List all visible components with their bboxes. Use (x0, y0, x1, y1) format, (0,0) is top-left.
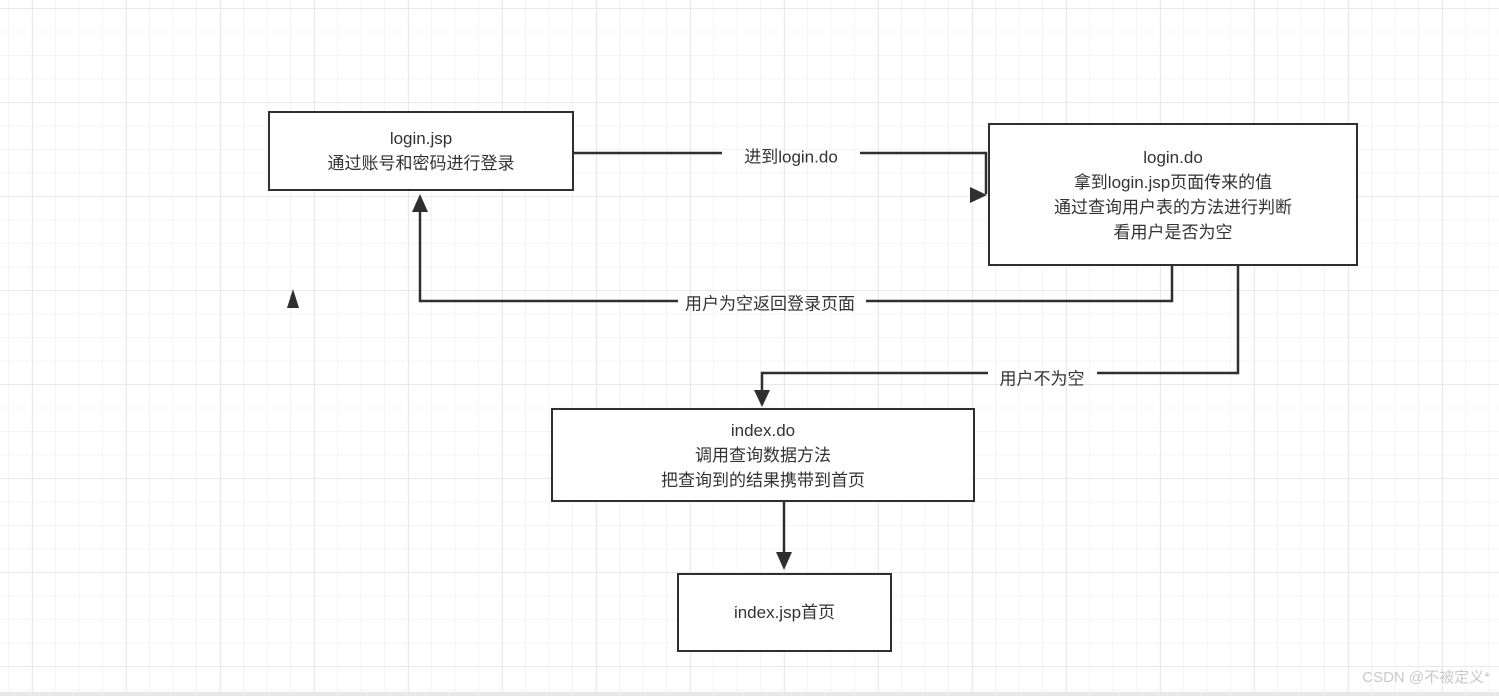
node-login-do-desc-1: 拿到login.jsp页面传来的值 (1073, 172, 1273, 192)
node-index-do-title: index.do (730, 420, 796, 440)
node-index-jsp: index.jsp首页 (677, 573, 892, 652)
edge-label-user-empty-return: 用户为空返回登录页面 (685, 294, 855, 314)
node-index-jsp-title: index.jsp首页 (733, 603, 836, 622)
edge-login-do-return-login-jsp (412, 194, 1174, 303)
node-index-do: index.do 调用查询数据方法 把查询到的结果携带到首页 (551, 408, 975, 502)
arrowhead-right-into-login-do (970, 187, 987, 203)
bottom-edge-strip (0, 692, 1499, 696)
edge-login-jsp-to-login-do (574, 151, 988, 203)
node-login-do-desc-2: 通过查询用户表的方法进行判断 (1054, 197, 1292, 217)
edge-index-do-to-index-jsp (776, 502, 792, 570)
edge-label-to-login-do: 进到login.do (744, 147, 838, 167)
node-login-do-desc-3: 看用户是否为空 (1113, 222, 1233, 242)
arrowhead-down-into-index-jsp (776, 552, 792, 570)
node-index-do-desc-1: 调用查询数据方法 (695, 445, 831, 465)
node-login-jsp: login.jsp 通过账号和密码进行登录 (268, 111, 574, 191)
edge-label-user-not-empty: 用户不为空 (999, 369, 1085, 389)
node-login-jsp-desc: 通过账号和密码进行登录 (327, 154, 515, 173)
stray-up-arrowhead (287, 289, 299, 308)
node-login-do: login.do 拿到login.jsp页面传来的值 通过查询用户表的方法进行判… (988, 123, 1358, 266)
node-login-jsp-title: login.jsp (389, 129, 453, 148)
node-login-do-title: login.do (1143, 147, 1203, 167)
arrowhead-up-into-login-jsp (412, 194, 428, 212)
csdn-watermark: CSDN @不被定义* (1362, 669, 1490, 686)
node-index-do-desc-2: 把查询到的结果携带到首页 (661, 470, 865, 490)
edge-login-do-to-index-do (754, 266, 1240, 407)
arrowhead-down-into-index-do (754, 390, 770, 407)
